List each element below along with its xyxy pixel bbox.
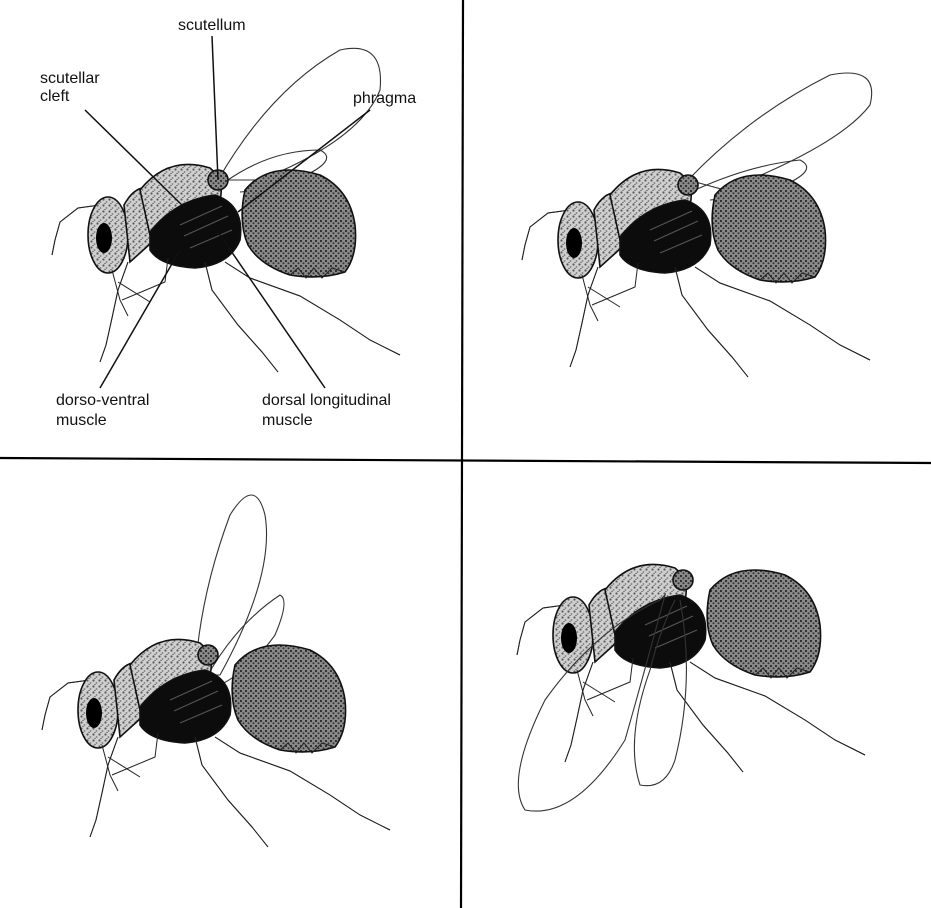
label-scutellar-cleft-line2: cleft bbox=[40, 88, 70, 105]
label-dorso-ventral-line1: dorso-ventral bbox=[56, 392, 149, 409]
label-scutellar-cleft-line1: scutellar bbox=[40, 70, 100, 87]
leader-scutellum bbox=[212, 36, 218, 180]
label-dorso-ventral-line2: muscle bbox=[56, 412, 107, 429]
wasp-panel-top-left bbox=[52, 48, 400, 372]
wasp-panel-bottom-right bbox=[517, 564, 865, 811]
label-phragma: phragma bbox=[353, 90, 416, 107]
forewing bbox=[218, 48, 381, 180]
label-dorsal-longitudinal-line1: dorsal longitudinal bbox=[262, 392, 391, 409]
horizontal-divider bbox=[0, 458, 931, 463]
label-dorsal-longitudinal-line2: muscle bbox=[262, 412, 313, 429]
label-scutellum: scutellum bbox=[178, 17, 246, 34]
wasp-panel-bottom-left bbox=[42, 495, 390, 847]
wasp-panel-top-right bbox=[522, 73, 872, 377]
wasp-body bbox=[52, 164, 400, 372]
vertical-divider bbox=[461, 0, 463, 908]
